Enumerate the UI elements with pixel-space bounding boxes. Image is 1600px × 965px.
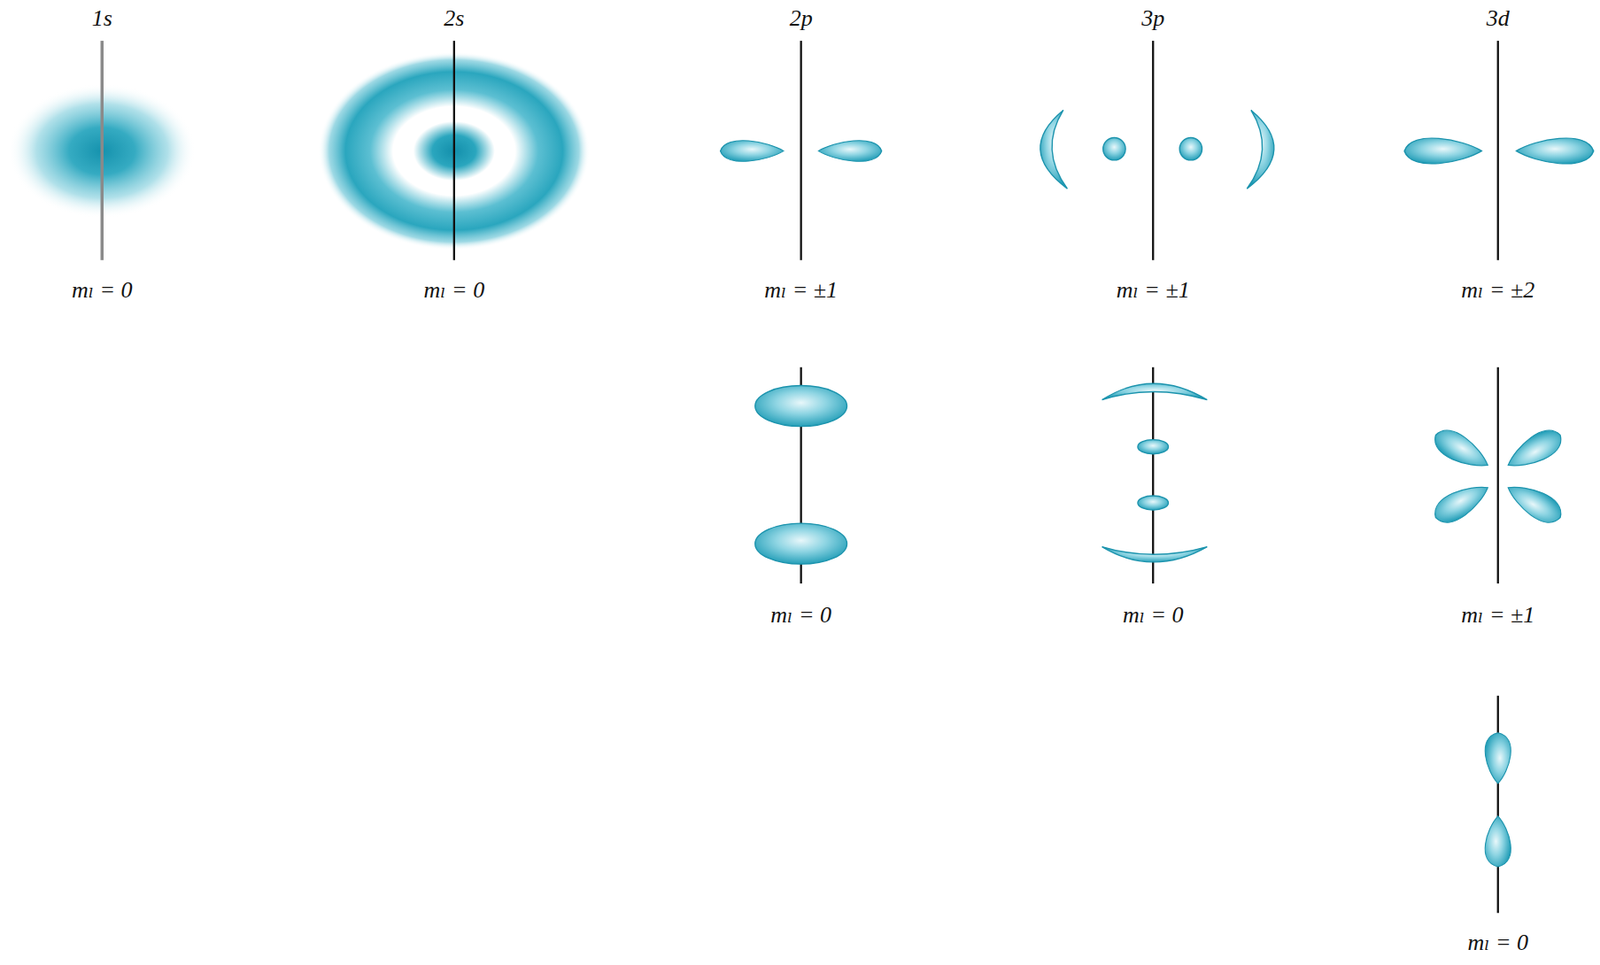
quantum-number-label: mₗ = ±1 — [1116, 278, 1191, 304]
quantum-number-label: mₗ = 0 — [770, 602, 832, 628]
quantum-number-label: mₗ = 0 — [1467, 929, 1529, 956]
axis-line — [1151, 40, 1154, 261]
orbital-lobe — [1516, 138, 1594, 164]
quantum-number-label: mₗ = ±1 — [1460, 602, 1535, 628]
orbital-lobe — [1429, 424, 1494, 477]
orbital-name: 2p — [789, 5, 813, 31]
orbital-lobe — [755, 386, 848, 427]
quantum-number-label: mₗ = 0 — [424, 278, 486, 304]
axis-line — [1497, 367, 1500, 584]
orbital-lobe — [755, 523, 848, 565]
orbital-name: 3p — [1141, 5, 1165, 31]
orbital-lobe — [1246, 109, 1275, 189]
quantum-number-label: mₗ = ±2 — [1460, 278, 1535, 304]
orbital-lobe — [1102, 383, 1208, 400]
orbital-name: 2s — [443, 5, 464, 31]
orbital-lobe — [1429, 476, 1494, 529]
orbital-lobe — [1137, 440, 1169, 455]
orbital-lobe — [1404, 138, 1482, 164]
orbital-lobe — [1501, 476, 1567, 529]
axis-line — [1151, 367, 1154, 584]
quantum-number-label: mₗ = 0 — [71, 278, 133, 304]
orbital-lobe — [1103, 138, 1126, 161]
axis-line — [799, 40, 802, 261]
orbital-lobe — [1102, 547, 1208, 563]
quantum-number-label: mₗ = ±1 — [764, 278, 838, 304]
orbital-lobe — [818, 140, 882, 163]
axis-line — [1497, 40, 1500, 261]
orbital-lobe — [1501, 424, 1567, 477]
axis-line — [100, 40, 104, 261]
orbital-lobe — [1179, 138, 1202, 161]
orbital-lobe — [720, 140, 784, 163]
orbital-lobe — [1040, 109, 1068, 189]
orbital-lobe — [1484, 733, 1511, 784]
axis-line — [453, 40, 456, 261]
quantum-number-label: mₗ = 0 — [1122, 602, 1184, 628]
orbital-name: 1s — [92, 5, 113, 31]
orbital-lobe — [1484, 816, 1511, 867]
orbital-name: 3d — [1486, 5, 1510, 31]
axis-line — [1497, 695, 1500, 913]
orbital-lobe — [1137, 495, 1169, 511]
